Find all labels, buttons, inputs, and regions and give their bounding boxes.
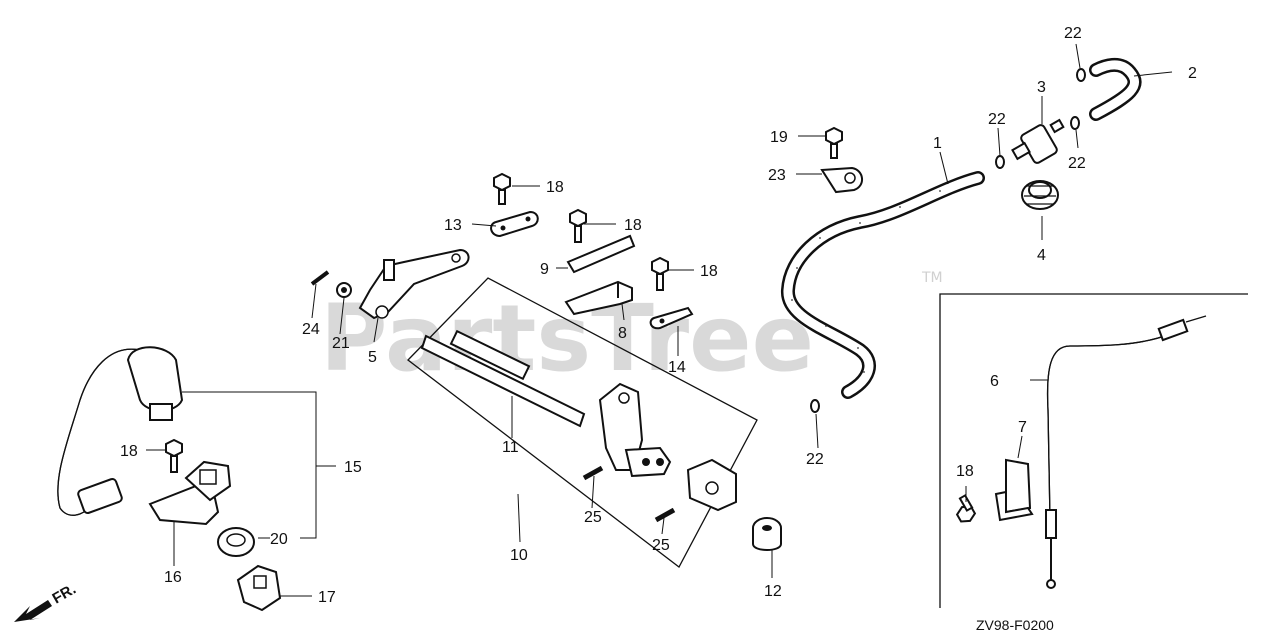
spring-pin-part-25-b[interactable] (654, 507, 676, 523)
callout-9: 9 (540, 261, 549, 278)
callout-25-a: 25 (584, 509, 602, 526)
lever-block-part[interactable] (686, 458, 737, 512)
callout-21: 21 (332, 335, 350, 352)
callout-19: 19 (770, 129, 788, 146)
callout-22-b: 22 (988, 111, 1006, 128)
grommet-part-20[interactable] (217, 527, 255, 557)
callout-20: 20 (270, 531, 288, 548)
callout-23: 23 (768, 167, 786, 184)
bushing-part-12[interactable] (752, 517, 782, 551)
callout-11: 11 (502, 439, 519, 456)
callout-22-d: 22 (806, 451, 824, 468)
trademark-mark: TM (921, 270, 943, 286)
callout-2: 2 (1188, 65, 1197, 82)
cable-assembly-outline (939, 293, 1248, 608)
fuel-valve-part-3[interactable] (1011, 118, 1065, 164)
plate-part-9[interactable] (566, 234, 636, 274)
callout-6: 6 (990, 373, 999, 390)
spring-pin-part-25-a[interactable] (582, 465, 604, 481)
callout-25-b: 25 (652, 537, 670, 554)
callout-18-d: 18 (120, 443, 138, 460)
plate-part-13[interactable] (490, 210, 539, 238)
assembly-10-outline (407, 277, 758, 568)
bolt-part-18-a[interactable] (493, 172, 511, 205)
callout-8: 8 (618, 325, 627, 342)
callout-24: 24 (302, 321, 320, 338)
callout-16: 16 (164, 569, 182, 586)
pin-part-24[interactable] (310, 270, 330, 286)
drawing-code: ZV98-F0200 (976, 617, 1054, 633)
bolt-part-18-b[interactable] (569, 208, 587, 243)
plate-part-14[interactable] (649, 306, 694, 330)
callout-18-c: 18 (700, 263, 718, 280)
bolt-part-18-d[interactable] (165, 438, 183, 473)
hose-clip-22-d[interactable] (810, 399, 820, 413)
hose-clip-22-a[interactable] (1076, 68, 1086, 82)
bracket-part-16[interactable] (148, 460, 232, 526)
callout-4: 4 (1037, 247, 1046, 264)
washer-part-21[interactable] (336, 282, 352, 298)
hose-clip-22-c[interactable] (1070, 116, 1080, 130)
shaft-part-11[interactable] (420, 329, 586, 428)
hose-clamp-part-23[interactable] (820, 166, 863, 194)
clip-part-17[interactable] (236, 564, 282, 612)
control-lever-part-5[interactable] (358, 248, 470, 320)
callout-14: 14 (668, 359, 686, 376)
fuel-hose-part-2[interactable] (1089, 58, 1142, 121)
bolt-part-18-e[interactable] (955, 494, 977, 524)
callout-15: 15 (344, 459, 362, 476)
front-direction-arrow: FR. (14, 581, 79, 622)
callout-18-a: 18 (546, 179, 564, 196)
throttle-cable-part-6[interactable] (1045, 315, 1207, 589)
front-direction-label: FR. (50, 581, 79, 608)
fuel-hose-part-1[interactable] (781, 171, 985, 399)
cable-bracket-part-7[interactable] (994, 458, 1034, 522)
callout-10: 10 (510, 547, 528, 564)
callout-12: 12 (764, 583, 782, 600)
switch-part-15[interactable] (57, 346, 184, 516)
hose-clip-22-b[interactable] (995, 155, 1005, 169)
bracket-part-8[interactable] (564, 280, 633, 316)
grommet-part-4[interactable] (1021, 180, 1059, 210)
callout-3: 3 (1037, 79, 1046, 96)
callout-7: 7 (1018, 419, 1027, 436)
callout-18-e: 18 (956, 463, 974, 480)
callout-1: 1 (933, 135, 942, 152)
callout-22-a: 22 (1064, 25, 1082, 42)
bolt-part-19[interactable] (825, 126, 843, 159)
callout-5: 5 (368, 349, 377, 366)
leader-lines (146, 43, 1173, 597)
callout-18-b: 18 (624, 217, 642, 234)
governor-arm-assembly[interactable] (598, 382, 672, 478)
callout-17: 17 (318, 589, 336, 606)
callout-22-c: 22 (1068, 155, 1086, 172)
callout-13: 13 (444, 217, 462, 234)
callout-labels: 1 2 3 4 5 6 7 8 9 10 11 12 13 14 15 16 1… (120, 25, 1197, 606)
